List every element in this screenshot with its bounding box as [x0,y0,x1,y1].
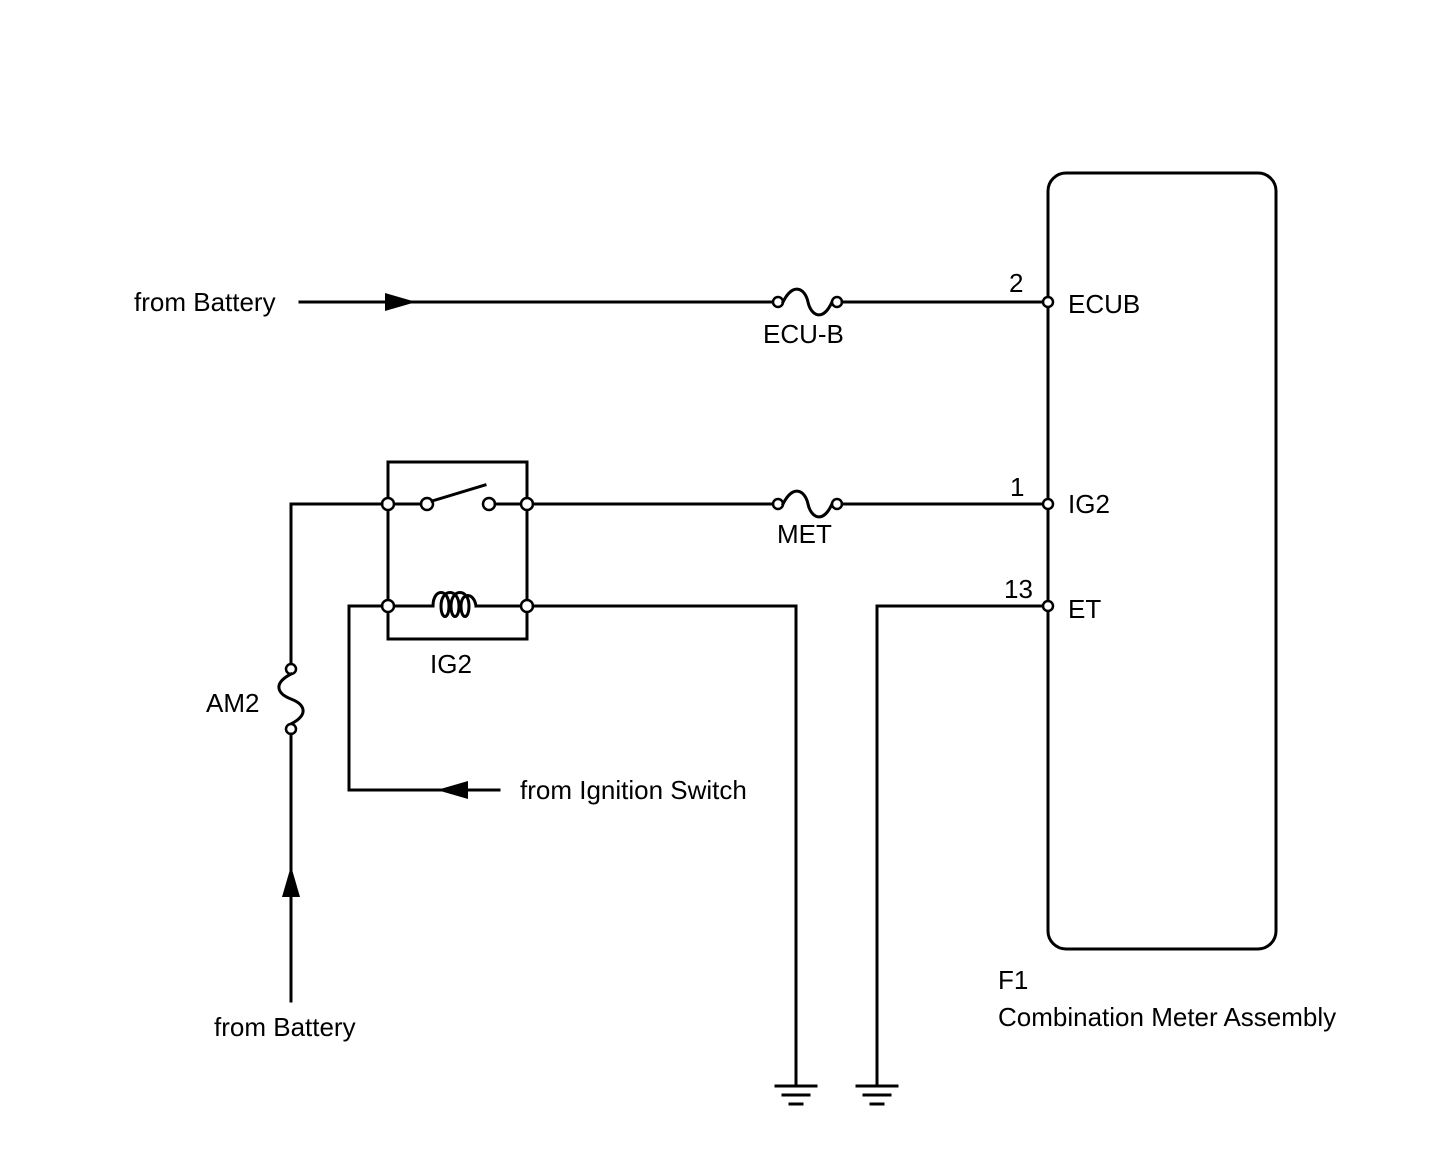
component-code: F1 [998,965,1028,995]
ig2-relay-box [386,460,529,641]
ig2-relay-label: IG2 [430,649,472,679]
fuse-met-label: MET [777,519,832,549]
fuse-ecub-label: ECU-B [763,319,844,349]
am2-relay-wire [289,502,384,666]
relay-coil-out-terminal [519,598,535,614]
relay-switch [391,483,524,512]
fuse-am2 [277,662,305,736]
coil-ground-wire [531,604,798,1088]
combination-meter-box [1046,171,1278,951]
fuse-ecub [771,287,844,317]
arrow-right-icon [385,293,416,311]
from-battery-top-label: from Battery [134,287,276,317]
from-battery-bottom-label: from Battery [214,1012,356,1042]
from-ignition-switch-label: from Ignition Switch [520,775,747,805]
relay-coil-in-terminal [380,598,396,614]
pin-ecub-terminal [1041,295,1055,309]
pin-ig2-number: 1 [1010,472,1024,502]
ignition-coil-wire [347,604,501,792]
relay-switch-out-terminal [519,496,535,512]
pin-et-number: 13 [1004,574,1033,604]
arrow-up-icon [282,866,300,897]
relay-switch-in-terminal [380,496,396,512]
et-ground-wire [875,604,1045,1088]
pin-et-terminal [1041,599,1055,613]
pin-ecub-name: ECUB [1068,289,1140,319]
ground-icon [774,1084,818,1106]
pin-et-name: ET [1068,594,1101,624]
component-name: Combination Meter Assembly [998,1002,1336,1032]
fuse-am2-label: AM2 [206,688,259,718]
ground-icon [855,1084,899,1106]
pin-ig2-name: IG2 [1068,489,1110,519]
relay-coil [392,591,523,618]
pin-ig2-terminal [1041,497,1055,511]
arrow-left-icon [437,781,468,799]
pin-ecub-number: 2 [1009,268,1023,298]
fuse-met [771,489,844,519]
